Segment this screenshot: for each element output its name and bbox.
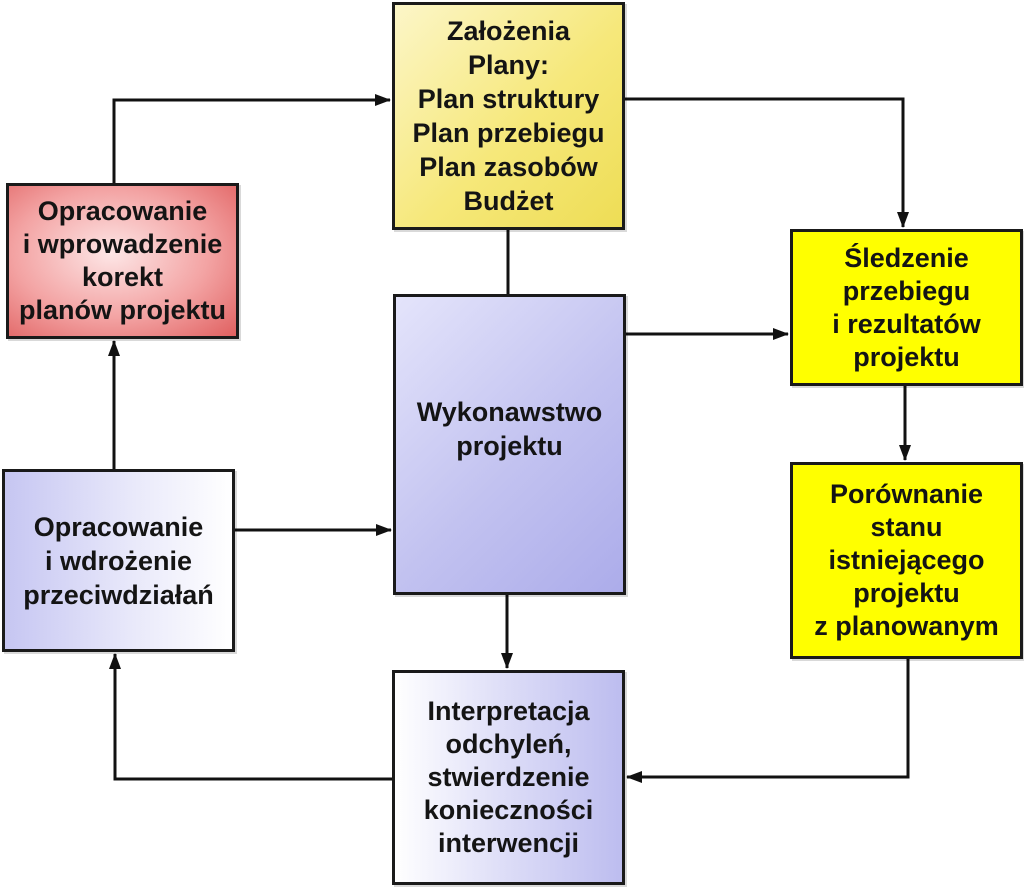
node-przeciwdzialania: Opracowanie i wdrożenie przeciwdziałań [2,469,235,652]
node-label-line: projektu [853,578,960,608]
node-label-line: przebiegu [842,275,971,306]
node-label-line: Opracowanie [33,511,204,542]
node-label-line: planów projektu [18,295,226,325]
node-label-line: Interpretacja [427,696,590,726]
node-label-line: istniejącego [828,545,985,575]
node-porownanie-stanu: Porównanie stanu istniejącego projektu z… [790,462,1023,659]
arrow-korekta-to-zalozenia [112,94,391,183]
node-label-line: projektu [853,341,960,372]
node-wykonawstwo-projektu: Wykonawstwo projektu [393,294,626,595]
node-zalozenia-plany: Założenia Plany: Plan struktury Plan prz… [392,2,625,230]
node-label-line: Śledzenie [844,242,969,273]
arrow-zalozenia-to-sledzenie [625,97,909,228]
node-label-line: konieczności [423,795,594,825]
node-label-line: Plan zasobów [419,152,598,182]
node-label-line: interwencji [437,828,580,858]
node-label-line: Porównanie [829,479,984,509]
node-label-line: korekt [81,262,164,292]
node-label-line: i wdrożenie [44,545,193,576]
arrow-porownanie-to-interpretacja [626,659,910,783]
node-label-line: Plan struktury [417,84,600,114]
node-korekta-planow: Opracowanie i wprowadzenie korekt planów… [6,183,239,339]
node-label-line: odchyleń, [445,729,572,759]
node-label-line: stanu [870,512,943,542]
node-label-line: Wykonawstwo [416,397,603,427]
arrow-interpretacja-to-przeciwdzialania [109,653,392,781]
node-label-line: Opracowanie [37,196,208,226]
node-label-line: Budżet [463,186,554,216]
node-label-line: z planowanym [814,611,999,641]
node-sledzenie-przebiegu: Śledzenie przebiegu i rezultatów projekt… [790,229,1023,386]
node-label-line: i wprowadzenie [22,229,223,259]
node-interpretacja-odchylen: Interpretacja odchyleń, stwierdzenie kon… [392,670,625,885]
node-label-line: przeciwdziałań [23,579,214,610]
node-label-line: Założenia [446,16,571,46]
node-label-line: stwierdzenie [427,762,590,792]
node-label-line: projektu [456,431,563,461]
node-label-line: i rezultatów [832,308,981,339]
node-label-line: Plany: [467,50,550,80]
node-label-line: Plan przebiegu [412,118,605,148]
